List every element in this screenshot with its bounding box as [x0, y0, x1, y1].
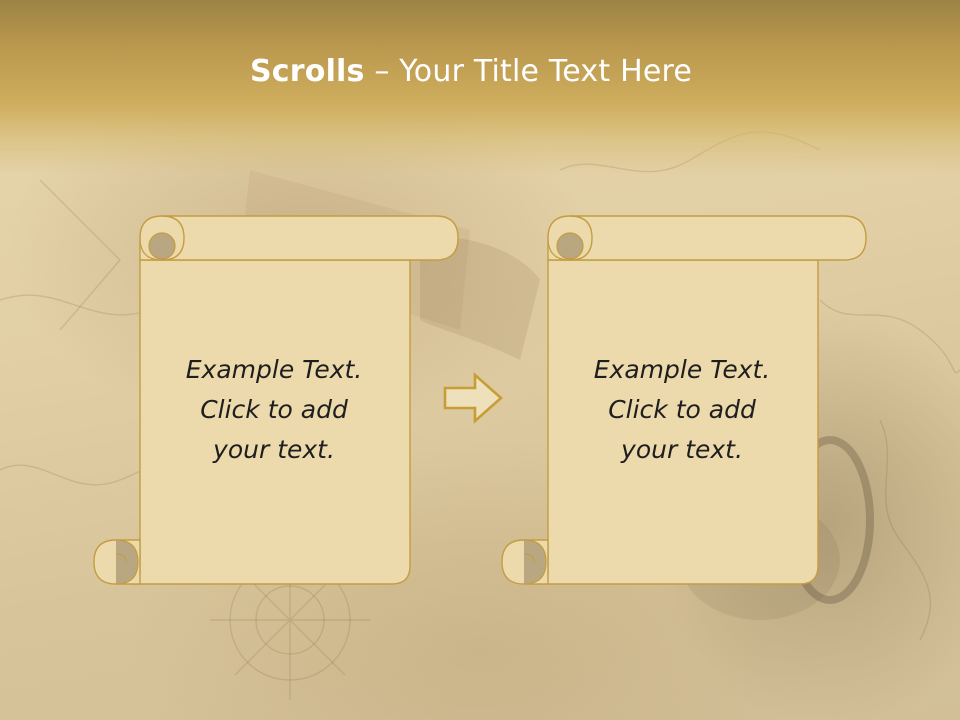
scroll-left[interactable]: Example Text. Click to add your text. [92, 214, 462, 588]
scroll-shape [93, 215, 459, 585]
scroll-text-line: Example Text. [185, 355, 363, 384]
scroll-text-line: Click to add [200, 395, 348, 424]
title-bold-part: Scrolls [249, 54, 365, 89]
slide-title[interactable]: Scrolls – Your Title Text Here [0, 54, 942, 89]
scroll-text-line: your text. [213, 435, 335, 464]
title-rest-part: – Your Title Text Here [364, 54, 693, 89]
scroll-text-line: your text. [621, 435, 743, 464]
title-band [0, 0, 960, 175]
scroll-text-line: Example Text. [593, 355, 771, 384]
scroll-shape [501, 215, 867, 585]
scroll-right[interactable]: Example Text. Click to add your text. [500, 214, 870, 588]
scroll-right-text[interactable]: Example Text. Click to add your text. [548, 350, 816, 470]
scroll-text-line: Click to add [608, 395, 756, 424]
scroll-left-text[interactable]: Example Text. Click to add your text. [140, 350, 408, 470]
arrow-right-icon [443, 372, 503, 424]
